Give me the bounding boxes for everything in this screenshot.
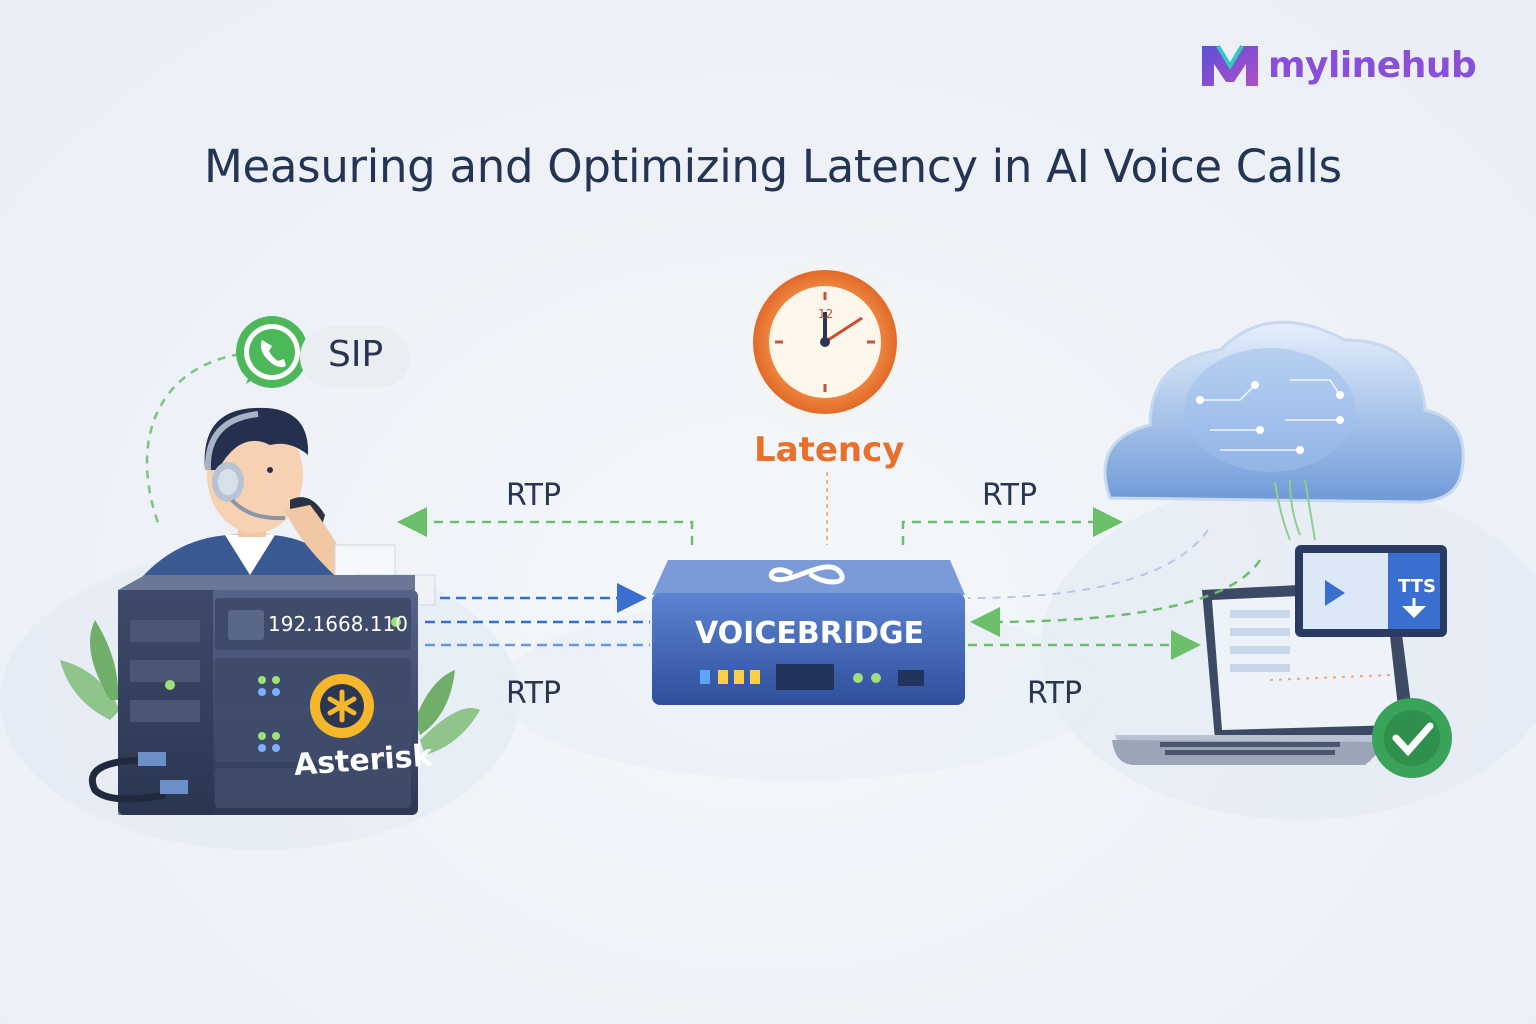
mylinehub-m-logo-icon <box>1202 44 1258 86</box>
latency-label: Latency <box>754 430 905 470</box>
sip-connection-line <box>145 352 241 529</box>
clock-number: 12 <box>818 307 833 321</box>
rtp-label-bottom-left: RTP <box>506 676 562 711</box>
call-agent-illustration <box>135 407 355 585</box>
voicebridge-label: VOICEBRIDGE <box>694 616 924 651</box>
infinity-icon <box>768 564 845 585</box>
latency-clock-icon: 12 <box>735 256 915 436</box>
rtp-label-bottom-right: RTP <box>1027 676 1083 711</box>
plant-decoration-left <box>60 620 480 755</box>
rtp-label-top-right: RTP <box>982 478 1038 513</box>
asterisk-server <box>88 575 418 815</box>
sip-phone-icon <box>236 316 308 388</box>
page-title: Measuring and Optimizing Latency in AI V… <box>204 140 1342 193</box>
brand-logo: mylinehub <box>1198 40 1477 90</box>
tts-label: TTS <box>1398 576 1436 597</box>
rtp-label-top-left: RTP <box>506 478 562 513</box>
rtp-arrow-top-right <box>901 507 1123 545</box>
voicebridge-device <box>652 560 965 705</box>
success-check-icon <box>1372 698 1452 778</box>
server-ip-label: 192.1668.110 <box>268 612 408 636</box>
rtp-arrow-top-left <box>397 507 694 545</box>
sip-label: SIP <box>328 334 384 375</box>
ai-brain-cloud-icon <box>1103 320 1465 541</box>
brand-name: mylinehub <box>1268 44 1477 86</box>
laptop-illustration <box>1112 545 1447 765</box>
sip-pill <box>300 326 410 388</box>
